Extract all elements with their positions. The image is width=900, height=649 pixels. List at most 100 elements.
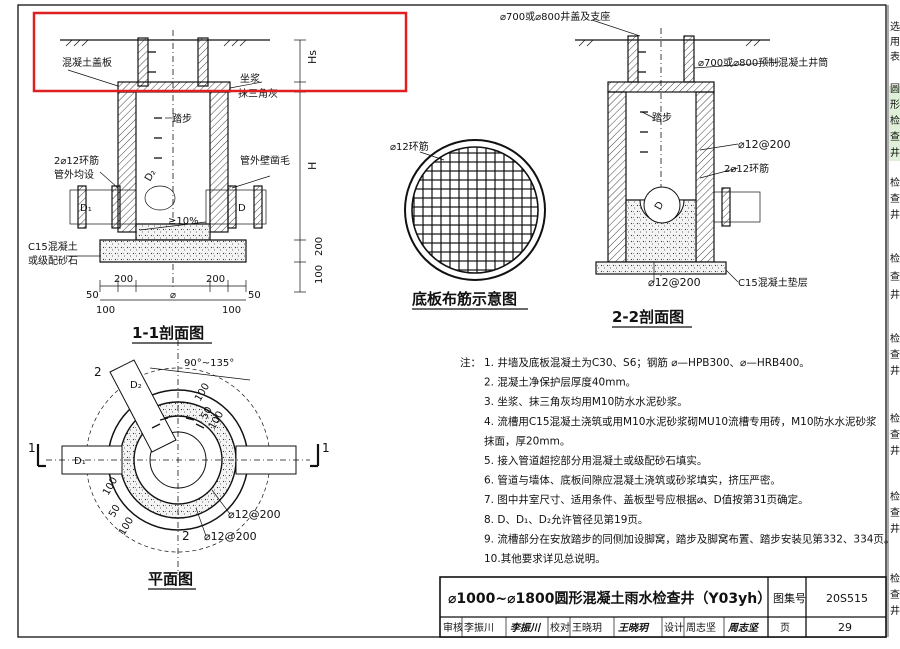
dim-50-right: 50 xyxy=(248,290,261,301)
label-plan-d1: D₁ xyxy=(74,456,86,467)
label-ring-rebar: ⌀12环筋 xyxy=(390,140,429,153)
section-marker-2-top: 2 xyxy=(94,365,102,379)
note-line: 7. 图中井室尺寸、适用条件、盖板型号应根据⌀、D值按第31页确定。 xyxy=(484,493,809,506)
label-precast-shaft: ⌀700或⌀800预制混凝土井筒 xyxy=(698,56,828,69)
dim-200-v: 200 xyxy=(314,237,325,256)
reviewer-name: 李振川 xyxy=(464,621,494,634)
note-line: 2. 混凝土净保护层厚度40mm。 xyxy=(484,376,636,389)
review-label: 审核 xyxy=(443,621,463,634)
strip-char: 圆 xyxy=(890,83,900,95)
note-line: 6. 管道与墙体、底板间隙应混凝土浇筑或砂浆填实，挤压严密。 xyxy=(484,474,781,487)
reviewer-signature: 李振川 xyxy=(510,622,542,634)
note-line: 5. 接入管道超挖部分用混凝土或级配砂石填实。 xyxy=(484,454,707,467)
dim-200-left: 200 xyxy=(114,274,133,285)
label-slope: ≥10% xyxy=(168,216,199,227)
label-h: H xyxy=(306,162,319,170)
check-label: 校对 xyxy=(550,621,570,634)
note-line: 3. 坐浆、抹三角灰均用M10防水水泥砂浆。 xyxy=(484,395,688,408)
page-label: 页 xyxy=(780,622,790,634)
plan-title: 平面图 xyxy=(148,570,193,588)
note-line: 抹面，厚20mm。 xyxy=(484,434,570,447)
strip-char: 形 xyxy=(890,99,900,111)
label-bedding-mortar: 坐浆 xyxy=(240,72,260,85)
strip-char: 检 xyxy=(890,412,900,425)
label-ring-bars-note: 管外均设 xyxy=(54,168,94,181)
strip-char: 查 xyxy=(890,428,900,441)
dim-100-left: 100 xyxy=(96,305,115,316)
section-1-1: 混凝土盖板 坐浆 抹三角灰 踏步 2⌀12环筋 管外均设 管外壁凿毛 C15混凝… xyxy=(28,30,325,344)
dim-plan-50-b: 50 xyxy=(107,503,123,520)
label-d2: D₂ xyxy=(143,168,158,184)
note-line: 8. D、D₁、D₂允许管径见第19页。 xyxy=(484,513,648,526)
label-cover-slab: 混凝土盖板 xyxy=(62,56,112,69)
note-line: 9. 流槽部分在安放踏步的同侧加设脚窝，踏步及脚窝布置、踏步安装见第332、33… xyxy=(484,532,894,545)
strip-char: 检 xyxy=(890,332,900,345)
title-block: ⌀1000~⌀1800圆形混凝土雨水检查井（Y03yh） 图集号 20S515 … xyxy=(439,576,887,638)
section-1-1-title: 1-1剖面图 xyxy=(132,324,204,342)
highlight-box xyxy=(32,11,408,93)
dim-100-v: 100 xyxy=(314,265,325,284)
label-ring-bars: 2⌀12环筋 xyxy=(54,154,99,167)
label-rebar-bottom: ⌀12@200 xyxy=(648,276,701,289)
strip-char: 查 xyxy=(890,270,900,283)
strip-char: 检 xyxy=(890,176,900,189)
dim-100-right: 100 xyxy=(222,305,241,316)
section-2-2: D ⌀700或⌀800井盖及支座 ⌀700或⌀800预制混凝土井筒 踏步 ⌀12… xyxy=(500,10,828,328)
drawing-title: ⌀1000~⌀1800圆形混凝土雨水检查井（Y03yh） xyxy=(448,590,771,607)
note-line: 1. 井墙及底板混凝土为C30、S6；钢筋 ⌀—HPB300、⌀—HRB400。 xyxy=(484,356,810,369)
strip-char: 检 xyxy=(890,252,900,265)
design-label: 设计 xyxy=(664,621,684,634)
base-plate-diagram: ⌀12环筋 底板布筋示意图 xyxy=(390,139,546,310)
strip-char: 查 xyxy=(890,506,900,519)
dim-50-left: 50 xyxy=(86,290,99,301)
label-rebar-top: ⌀12@200 xyxy=(738,138,791,151)
strip-char: 检 xyxy=(890,114,900,127)
strip-char: 查 xyxy=(890,130,900,143)
strip-char: 井 xyxy=(890,208,900,221)
dim-phi: ⌀ xyxy=(170,290,176,301)
label-steps: 踏步 xyxy=(172,112,192,125)
label-pipe-wall-note: 管外壁凿毛 xyxy=(240,154,290,167)
label-d: D xyxy=(238,203,246,214)
atlas-label: 图集号 xyxy=(773,591,806,605)
label-hs: Hs xyxy=(306,50,319,64)
label-angle: 90°~135° xyxy=(184,358,234,369)
dim-plan-100-a: 100 xyxy=(193,381,212,403)
strip-char: 井 xyxy=(890,522,900,535)
page-number: 29 xyxy=(838,621,852,634)
notes-block: 注： 1. 井墙及底板混凝土为C30、S6；钢筋 ⌀—HPB300、⌀—HRB4… xyxy=(460,356,894,565)
strip-char: 用 xyxy=(890,37,900,48)
section-marker-2-bottom: 2 xyxy=(182,529,190,543)
section-marker-1-right: 1 xyxy=(322,441,330,455)
checker-signature: 王晓玥 xyxy=(618,622,650,634)
section-2-2-title: 2-2剖面图 xyxy=(612,308,684,326)
label-plan-rebar-a: ⌀12@200 xyxy=(228,508,281,521)
label-ring-bars-22: 2⌀12环筋 xyxy=(724,162,769,175)
strip-char: 检 xyxy=(890,572,900,585)
label-fillet-mortar: 抹三角灰 xyxy=(238,87,278,100)
label-cover-support: ⌀700或⌀800井盖及支座 xyxy=(500,10,610,23)
note-line: 10.其他要求详见总说明。 xyxy=(484,552,606,565)
checker-name: 王晓玥 xyxy=(572,622,602,634)
label-d1: D₁ xyxy=(80,203,92,214)
strip-char: 查 xyxy=(890,348,900,361)
atlas-number: 20S515 xyxy=(826,592,868,605)
label-steps-22: 踏步 xyxy=(652,111,672,124)
label-cushion: C15混凝土垫层 xyxy=(738,276,808,289)
base-plate-title: 底板布筋示意图 xyxy=(412,290,517,308)
notes-prefix: 注： xyxy=(460,356,481,369)
strip-char: 表 xyxy=(890,50,900,63)
section-marker-1-left: 1 xyxy=(28,441,36,455)
dim-200-right: 200 xyxy=(206,274,225,285)
label-plan-rebar-b: ⌀12@200 xyxy=(204,530,257,543)
strip-char: 井 xyxy=(890,364,900,377)
strip-char: 井 xyxy=(890,288,900,301)
label-base-note-2: 或级配砂石 xyxy=(28,254,78,267)
strip-char: 井 xyxy=(890,604,900,617)
plan-view: 1 1 2 2 90°~135° D₁ D₂ 100 50 100 100 50… xyxy=(28,340,330,590)
label-plan-d2: D₂ xyxy=(130,380,142,391)
strip-char: 井 xyxy=(890,444,900,457)
